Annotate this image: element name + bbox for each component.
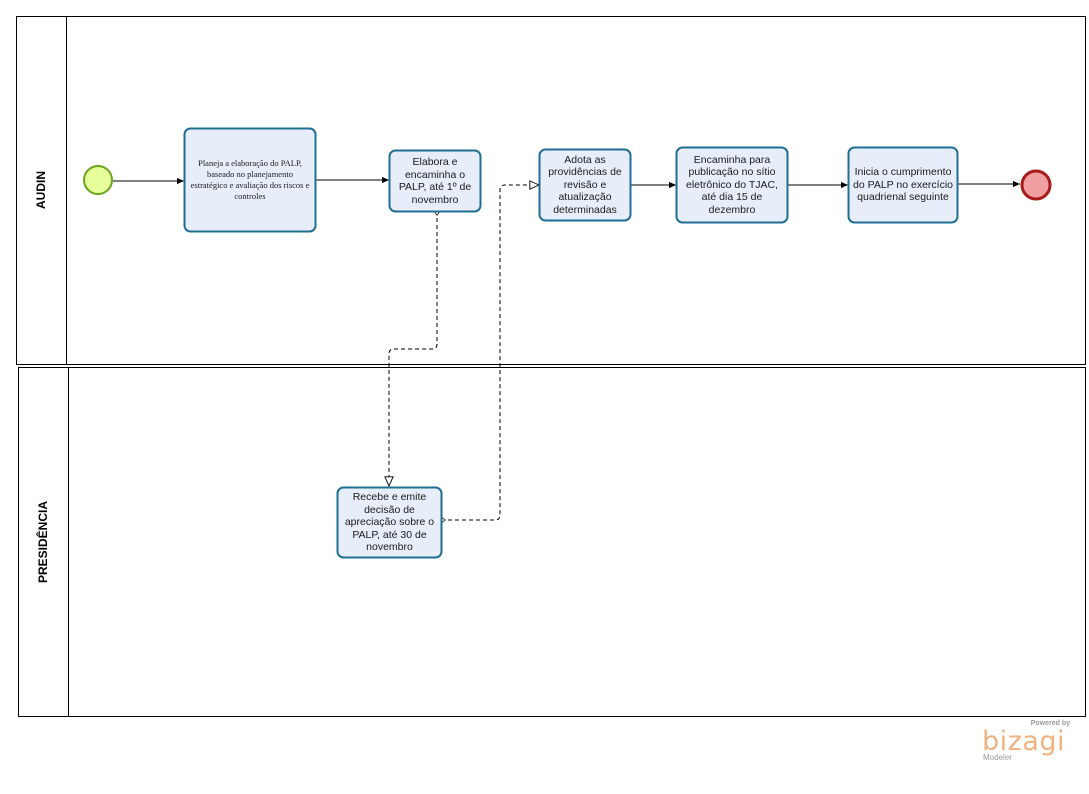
message-flows xyxy=(389,185,539,520)
task-recebe[interactable]: Recebe e emite decisão de apreciação sob… xyxy=(336,486,443,559)
lane-label-presidencia: PRESIDÊNCIA xyxy=(35,501,50,583)
bizagi-logo: Powered by bizagi Modeler xyxy=(980,720,1070,765)
task-elabora[interactable]: Elabora e encaminha o PALP, até 1º de no… xyxy=(388,149,482,213)
task-elabora-label: Elabora e encaminha o PALP, até 1º de no… xyxy=(398,156,472,206)
task-recebe-label: Recebe e emite decisão de apreciação sob… xyxy=(344,491,435,554)
start-event[interactable] xyxy=(83,165,113,195)
task-adota-label: Adota as providências de revisão e atual… xyxy=(548,153,622,216)
message-flow-recebe-to-adota xyxy=(441,185,539,520)
task-adota[interactable]: Adota as providências de revisão e atual… xyxy=(538,148,632,222)
task-planeja-label: Planeja a elaboração do PALP, baseado no… xyxy=(190,158,310,201)
task-inicia[interactable]: Inicia o cumprimento do PALP no exercíci… xyxy=(847,146,959,224)
powered-by-text: Powered by xyxy=(1030,720,1070,727)
sequence-flows xyxy=(113,176,1020,189)
lane-presidencia: PRESIDÊNCIA xyxy=(18,367,1086,717)
task-inicia-label: Inicia o cumprimento do PALP no exercíci… xyxy=(853,166,954,204)
task-planeja[interactable]: Planeja a elaboração do PALP, baseado no… xyxy=(183,127,317,233)
lane-label-audin: AUDIN xyxy=(34,171,48,209)
task-encaminha-label: Encaminha para publicação no sítio eletr… xyxy=(685,153,779,216)
bizagi-wordmark: bizagi xyxy=(982,726,1065,757)
task-encaminha[interactable]: Encaminha para publicação no sítio eletr… xyxy=(675,146,789,224)
modeler-text: Modeler xyxy=(983,753,1012,762)
end-event[interactable] xyxy=(1020,169,1052,201)
